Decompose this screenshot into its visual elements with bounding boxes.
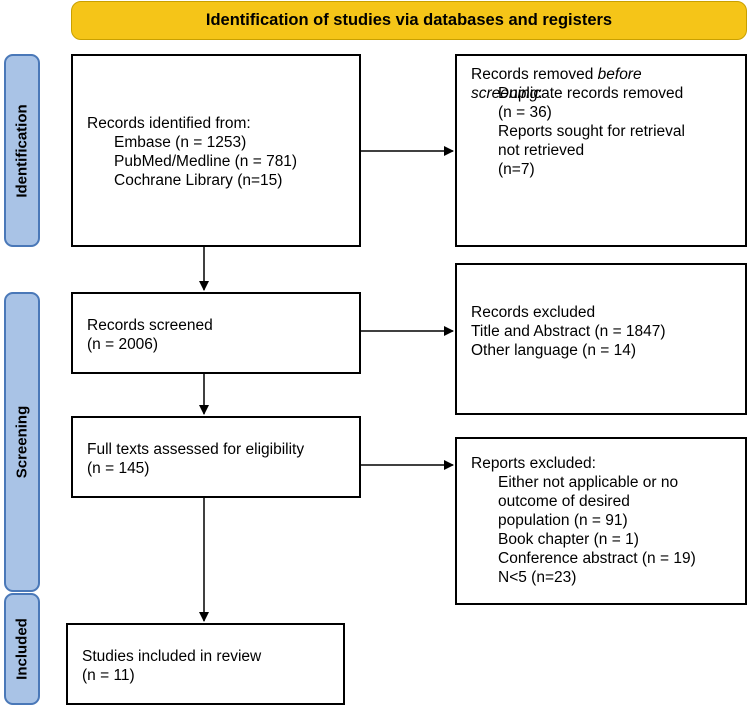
records-removed-heading-italic-1: before bbox=[597, 66, 642, 83]
phase-identification: Identification bbox=[4, 54, 40, 247]
reports-excluded-conference: Conference abstract (n = 19) bbox=[498, 550, 696, 567]
removed-not-retrieved-count: (n=7) bbox=[498, 161, 535, 178]
studies-included-count: (n = 11) bbox=[82, 667, 135, 684]
source-pubmed: PubMed/Medline (n = 781) bbox=[114, 153, 298, 170]
records-removed-box: Records removed before screening: Duplica… bbox=[455, 54, 747, 247]
removed-not-retrieved-2: not retrieved bbox=[498, 142, 585, 159]
reports-excluded-not-applicable: Either not applicable or no bbox=[498, 474, 679, 491]
source-cochrane: Cochrane Library (n=15) bbox=[114, 172, 283, 189]
reports-excluded-not-applicable-count: population (n = 91) bbox=[498, 512, 628, 529]
full-texts-count: (n = 145) bbox=[87, 460, 150, 477]
studies-included-label: Studies included in review bbox=[82, 648, 262, 665]
full-texts-label: Full texts assessed for eligibility bbox=[87, 441, 305, 458]
records-removed-heading-italic-2: screening bbox=[471, 85, 539, 102]
reports-excluded-box: Reports excluded: Either not applicable … bbox=[455, 437, 747, 605]
phase-included: Included bbox=[4, 593, 40, 705]
records-screened-box: Records screened (n = 2006) bbox=[71, 292, 361, 374]
reports-excluded-small-n: N<5 (n=23) bbox=[498, 569, 577, 586]
reports-excluded-heading: Reports excluded: bbox=[471, 455, 596, 472]
records-identified-box: Records identified from: Embase (n = 125… bbox=[71, 54, 361, 247]
records-identified-heading: Records identified from: bbox=[87, 115, 251, 132]
records-screened-label: Records screened bbox=[87, 317, 213, 334]
full-texts-box: Full texts assessed for eligibility (n =… bbox=[71, 416, 361, 498]
records-excluded-box: Records excluded Title and Abstract (n =… bbox=[455, 263, 747, 415]
records-screened-count: (n = 2006) bbox=[87, 336, 159, 353]
diagram-title: Identification of studies via databases … bbox=[71, 1, 747, 40]
records-removed-heading-italic: before screening bbox=[471, 66, 642, 102]
records-removed-heading-suffix: : bbox=[538, 85, 543, 102]
excluded-title-abstract: Title and Abstract (n = 1847) bbox=[471, 323, 666, 340]
source-embase: Embase (n = 1253) bbox=[114, 134, 247, 151]
reports-excluded-not-applicable-2: outcome of desired bbox=[498, 493, 630, 510]
diagram-title-text: Identification of studies via databases … bbox=[205, 11, 613, 29]
records-removed-heading-prefix: Records removed bbox=[471, 66, 598, 83]
records-removed-heading: Records removed before screening: bbox=[471, 65, 745, 103]
removed-duplicates-count: (n = 36) bbox=[498, 104, 552, 121]
excluded-other-language: Other language (n = 14) bbox=[471, 342, 637, 359]
removed-not-retrieved: Reports sought for retrieval bbox=[498, 123, 685, 140]
phase-screening: Screening bbox=[4, 292, 40, 592]
reports-excluded-book-chapter: Book chapter (n = 1) bbox=[498, 531, 639, 548]
studies-included-box: Studies included in review (n = 11) bbox=[66, 623, 345, 705]
records-excluded-heading: Records excluded bbox=[471, 304, 596, 321]
removed-duplicates: Duplicate records removed bbox=[498, 85, 684, 102]
